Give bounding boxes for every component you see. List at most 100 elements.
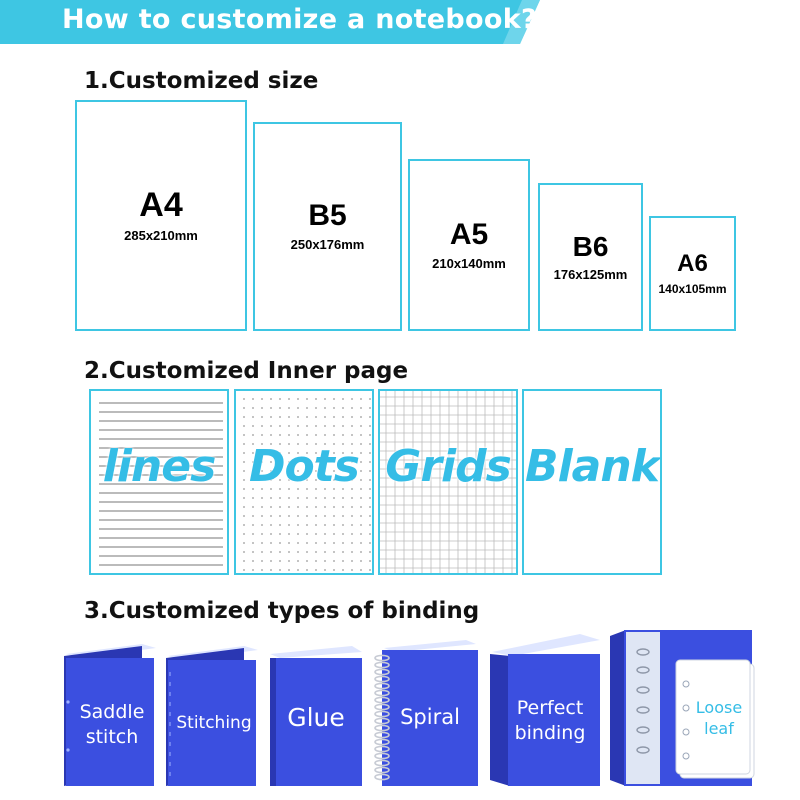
grid-dot xyxy=(270,407,272,409)
grid-dot xyxy=(252,443,254,445)
book-stitching: Stitching xyxy=(164,642,260,786)
grid-dot xyxy=(333,488,335,490)
grid-dot xyxy=(243,488,245,490)
grid-dot xyxy=(261,515,263,517)
binding-label-line: binding xyxy=(514,721,586,744)
grid-dot xyxy=(288,470,290,472)
grid-dot xyxy=(297,398,299,400)
grid-dot xyxy=(270,479,272,481)
grid-dot xyxy=(297,551,299,553)
grid-dot xyxy=(351,398,353,400)
grid-dot xyxy=(324,524,326,526)
grid-dot xyxy=(288,551,290,553)
grid-dot xyxy=(252,452,254,454)
dots-pattern xyxy=(243,398,371,571)
grid-dot xyxy=(252,488,254,490)
grid-dot xyxy=(252,506,254,508)
grid-dot xyxy=(351,560,353,562)
grid-dot xyxy=(333,551,335,553)
grid-dot xyxy=(360,461,362,463)
grid-dot xyxy=(369,479,371,481)
grid-dot xyxy=(279,542,281,544)
grid-dot xyxy=(315,443,317,445)
grid-dot xyxy=(369,533,371,535)
grid-dot xyxy=(243,461,245,463)
book-illustration xyxy=(270,646,362,786)
grid-dot xyxy=(333,443,335,445)
grid-dot xyxy=(243,443,245,445)
grid-dot xyxy=(288,461,290,463)
grid-dot xyxy=(261,497,263,499)
grid-dot xyxy=(360,452,362,454)
grid-dot xyxy=(369,407,371,409)
grid-dot xyxy=(243,560,245,562)
grid-dot xyxy=(315,497,317,499)
grid-dot xyxy=(315,470,317,472)
grid-dot xyxy=(369,452,371,454)
grid-dot xyxy=(369,515,371,517)
grid-dot xyxy=(297,434,299,436)
grid-dot xyxy=(297,479,299,481)
grid-dot xyxy=(288,443,290,445)
grid-dot xyxy=(369,551,371,553)
grid-dot xyxy=(270,560,272,562)
grid-dot xyxy=(306,551,308,553)
grid-dot xyxy=(252,461,254,463)
grid-dot xyxy=(270,443,272,445)
section-title-binding: 3.Customized types of binding xyxy=(84,598,480,624)
spiral-coil xyxy=(374,689,390,697)
inner-page-label: Grids xyxy=(385,441,512,492)
grid-dot xyxy=(279,560,281,562)
grid-dot xyxy=(288,497,290,499)
grid-dot xyxy=(270,524,272,526)
grid-dot xyxy=(243,524,245,526)
spiral-coil xyxy=(374,759,390,767)
binder-ring xyxy=(636,746,650,754)
grid-dot xyxy=(351,515,353,517)
grid-dot xyxy=(360,479,362,481)
grid-dot xyxy=(261,551,263,553)
grid-pattern xyxy=(380,391,516,573)
size-card-b5: B5 250x176mm xyxy=(253,122,402,331)
grid-dot xyxy=(288,452,290,454)
grid-dot xyxy=(288,488,290,490)
grid-dot xyxy=(279,407,281,409)
size-card-a4: A4 285x210mm xyxy=(75,100,247,331)
grid-dot xyxy=(306,479,308,481)
grid-dot xyxy=(324,461,326,463)
spiral-coil xyxy=(374,710,390,718)
grid-dot xyxy=(279,461,281,463)
grid-dot xyxy=(342,506,344,508)
section-title-size: 1.Customized size xyxy=(84,68,319,94)
grid-dot xyxy=(306,542,308,544)
grid-dot xyxy=(270,506,272,508)
grid-dot xyxy=(306,425,308,427)
grid-dot xyxy=(279,533,281,535)
grid-dot xyxy=(351,506,353,508)
grid-dot xyxy=(360,470,362,472)
inner-page-lines: lines xyxy=(89,389,229,575)
grid-dot xyxy=(342,398,344,400)
binding-label: Glue xyxy=(270,702,362,735)
grid-dot xyxy=(279,506,281,508)
size-dims: 176x125mm xyxy=(553,266,628,282)
grid-dot xyxy=(333,434,335,436)
grid-dot xyxy=(342,434,344,436)
binder-ring xyxy=(636,706,650,714)
grid-dot xyxy=(360,398,362,400)
grid-dot xyxy=(288,416,290,418)
grid-dot xyxy=(243,407,245,409)
grid-dot xyxy=(297,542,299,544)
grid-dot xyxy=(333,398,335,400)
size-name: A6 xyxy=(677,249,708,277)
grid-dot xyxy=(315,533,317,535)
grid-dot xyxy=(369,470,371,472)
grid-dot xyxy=(360,488,362,490)
size-name: A5 xyxy=(449,217,489,251)
spiral-coil xyxy=(374,724,390,732)
title-banner: How to customize a notebook? xyxy=(0,0,540,44)
grid-dot xyxy=(315,551,317,553)
grid-dot xyxy=(297,515,299,517)
grid-dot xyxy=(324,515,326,517)
size-dims: 285x210mm xyxy=(124,228,198,243)
